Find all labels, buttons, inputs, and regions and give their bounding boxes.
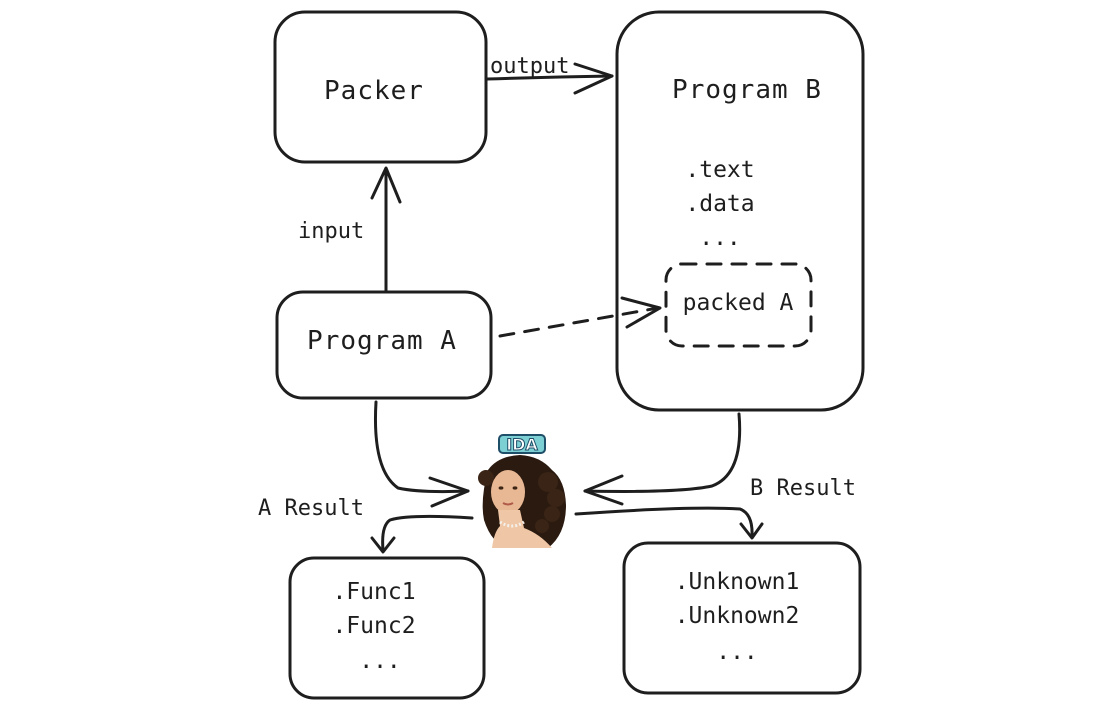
b-to-ida-shaft (583, 412, 742, 493)
b-result-node: .Unknown1 .Unknown2 ... (622, 541, 862, 695)
input-arrow (370, 166, 402, 293)
a-result-more: ... (359, 648, 401, 674)
a-to-ida-arrow (374, 400, 470, 508)
output-arrow (485, 62, 614, 95)
ida-to-a-result-arrow (370, 514, 474, 554)
program-a-box (275, 290, 493, 400)
packed-a-box (664, 262, 813, 348)
a-to-ida-shaft (374, 400, 470, 494)
program-b-label: Program B (672, 75, 822, 105)
b-result-unknown2: .Unknown2 (675, 603, 800, 629)
b-result-unknown1: .Unknown1 (675, 569, 800, 595)
program-b-section-text: .text (685, 157, 754, 183)
packer-box (273, 10, 488, 164)
output-arrow-head (573, 62, 614, 95)
output-arrow-shaft (485, 74, 614, 81)
program-b-section-more: ... (699, 225, 741, 251)
packer-node: Packer (273, 10, 488, 164)
a-to-ida-head (428, 476, 470, 508)
portrait-icon (478, 455, 566, 548)
a-result-func2: .Func2 (332, 613, 415, 639)
program-b-box (615, 10, 865, 412)
ida-logo: IDA (478, 434, 566, 548)
ida-to-b-result-arrow (574, 506, 764, 540)
packed-arrow (498, 296, 662, 338)
a-result-label: A Result (258, 496, 364, 521)
packer-label: Packer (324, 76, 424, 106)
packed-arrow-head (620, 296, 662, 329)
packed-a-label: packed A (683, 290, 794, 316)
b-result-box (622, 541, 862, 695)
b-result-label: B Result (750, 476, 856, 501)
b-result-more: ... (716, 639, 758, 665)
ida-to-a-result-head (370, 536, 396, 554)
b-to-ida-arrow (583, 412, 742, 506)
packed-arrow-shaft (498, 306, 660, 338)
ida-badge (498, 434, 546, 454)
program-a-node: Program A (275, 290, 493, 400)
ida-to-b-result-head (739, 522, 764, 540)
program-b-section-data: .data (685, 191, 754, 217)
input-label: input (298, 219, 364, 244)
ida-badge-label: IDA (506, 435, 538, 454)
program-b-node: Program B .text .data ... packed A (615, 10, 865, 412)
ida-to-a-result-shaft (381, 514, 474, 552)
output-label: output (490, 54, 569, 79)
program-a-label: Program A (307, 326, 457, 356)
a-result-node: .Func1 .Func2 ... (288, 556, 486, 700)
a-result-func1: .Func1 (332, 579, 415, 605)
ida-to-b-result-shaft (574, 506, 754, 538)
b-to-ida-head (583, 474, 624, 506)
a-result-box (288, 556, 486, 700)
input-arrow-head (370, 166, 402, 204)
